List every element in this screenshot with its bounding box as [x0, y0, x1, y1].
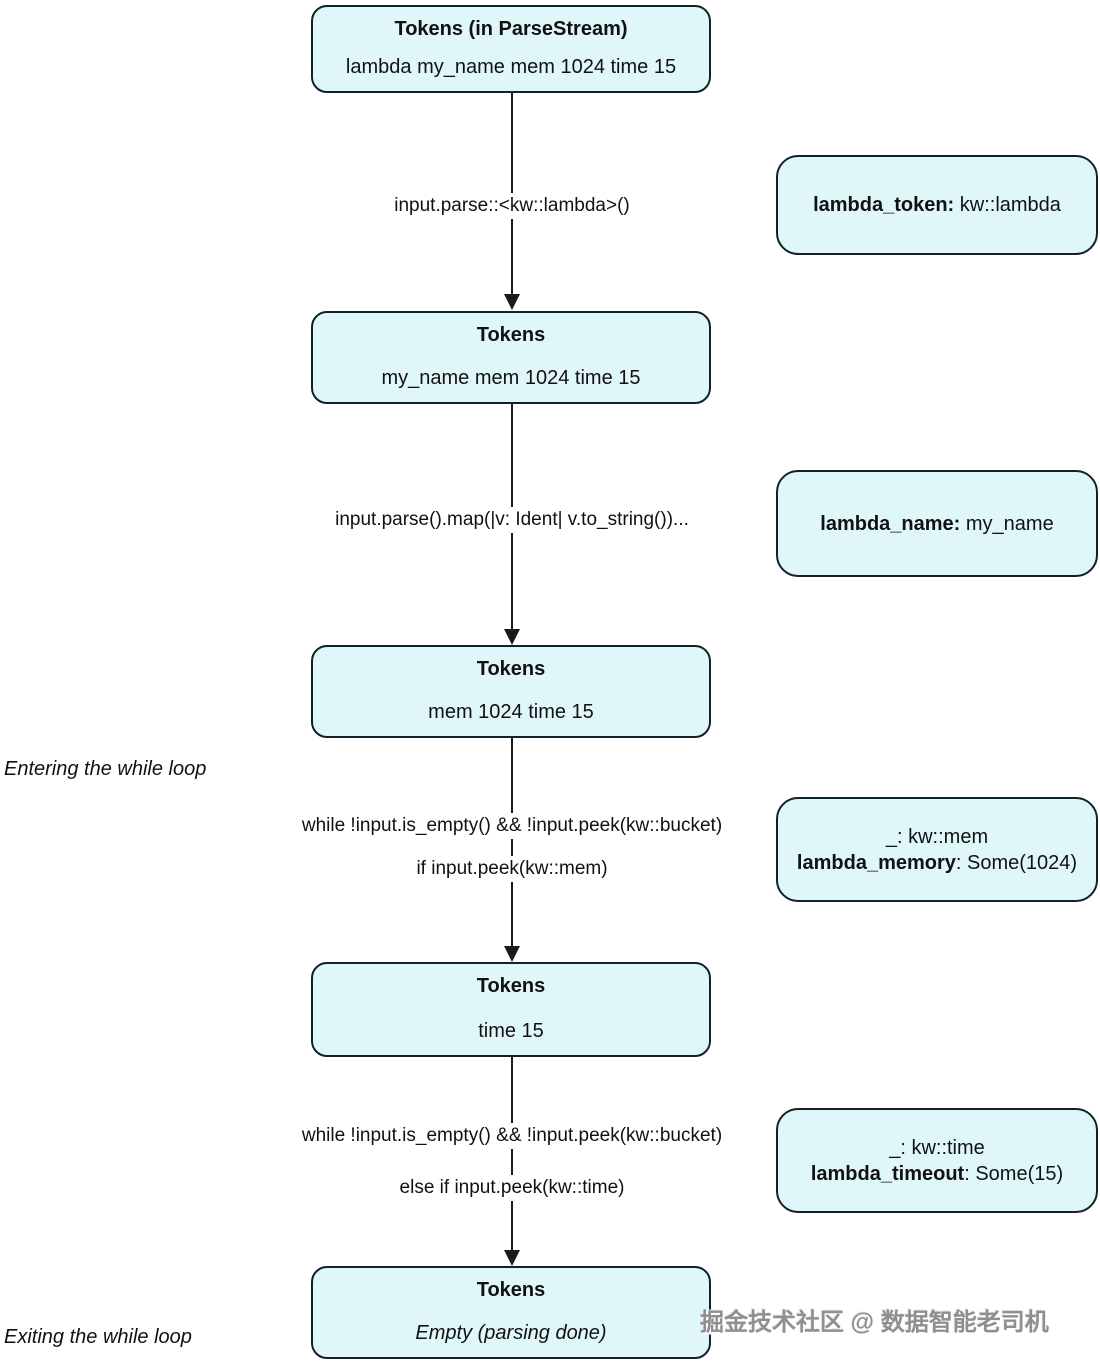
side-note-key: lambda_memory: [796, 851, 956, 874]
watermark-text: 掘金技术社区 @ 数据智能老司机: [700, 1309, 1049, 1336]
annotation-entering-while-loop: Entering the while loop: [4, 758, 207, 780]
side-note-line: _: kw::mem: [885, 825, 989, 848]
edge-label-while-condition: while !input.is_empty() && !input.peek(k…: [294, 813, 730, 839]
node-tokens-3: Tokens time 15: [311, 962, 711, 1057]
edge-line-2: [511, 738, 513, 948]
side-note-value: : Some(15): [964, 1162, 1064, 1185]
node-body: mem 1024 time 15: [428, 701, 594, 723]
side-note-key: lambda_name:: [820, 512, 961, 535]
arrow-down-icon: [504, 629, 520, 645]
side-note-lambda-token: lambda_token: kw::lambda: [776, 155, 1098, 255]
node-tokens-parsestream: Tokens (in ParseStream) lambda my_name m…: [311, 5, 711, 93]
node-title: Tokens: [476, 658, 546, 680]
node-title: Tokens (in ParseStream): [394, 18, 628, 40]
side-note-key: lambda_timeout: [810, 1162, 965, 1185]
node-body: lambda my_name mem 1024 time 15: [345, 56, 677, 78]
arrow-down-icon: [504, 1250, 520, 1266]
edge-label-parse-lambda: input.parse::<kw::lambda>(): [387, 193, 637, 219]
side-note-line: lambda_timeout: Some(15): [811, 1161, 1063, 1187]
side-note-line: lambda_memory: Some(1024): [797, 850, 1077, 876]
side-note-value: kw::lambda: [954, 194, 1061, 216]
edge-line-3: [511, 1057, 513, 1252]
node-title: Tokens: [476, 1279, 546, 1301]
side-note-line: lambda_name: my_name: [820, 511, 1053, 537]
side-note-key: lambda_token:: [813, 194, 955, 216]
edge-label-parse-map: input.parse().map(|v: Ident| v.to_string…: [328, 507, 696, 533]
side-note-lambda-memory: _: kw::mem lambda_memory: Some(1024): [776, 797, 1098, 902]
node-tokens-2: Tokens mem 1024 time 15: [311, 645, 711, 738]
side-note-lambda-timeout: _: kw::time lambda_timeout: Some(15): [776, 1108, 1098, 1213]
node-title: Tokens: [476, 324, 546, 346]
node-body: my_name mem 1024 time 15: [381, 367, 641, 389]
node-body: time 15: [478, 1020, 544, 1042]
side-note-line: lambda_token: kw::lambda: [813, 192, 1061, 218]
side-note-lambda-name: lambda_name: my_name: [776, 470, 1098, 577]
node-title: Tokens: [476, 975, 546, 997]
edge-label-if-mem: if input.peek(kw::mem): [409, 856, 615, 882]
node-tokens-empty: Tokens Empty (parsing done): [311, 1266, 711, 1359]
node-body: Empty (parsing done): [415, 1322, 607, 1344]
annotation-exiting-while-loop: Exiting the while loop: [4, 1326, 192, 1348]
node-tokens-1: Tokens my_name mem 1024 time 15: [311, 311, 711, 404]
arrow-down-icon: [504, 946, 520, 962]
edge-label-else-if-time: else if input.peek(kw::time): [392, 1175, 632, 1201]
edge-label-while-condition: while !input.is_empty() && !input.peek(k…: [294, 1123, 730, 1149]
arrow-down-icon: [504, 294, 520, 310]
side-note-line: _: kw::time: [889, 1136, 985, 1159]
side-note-value: my_name: [960, 512, 1054, 535]
side-note-value: : Some(1024): [955, 851, 1078, 874]
